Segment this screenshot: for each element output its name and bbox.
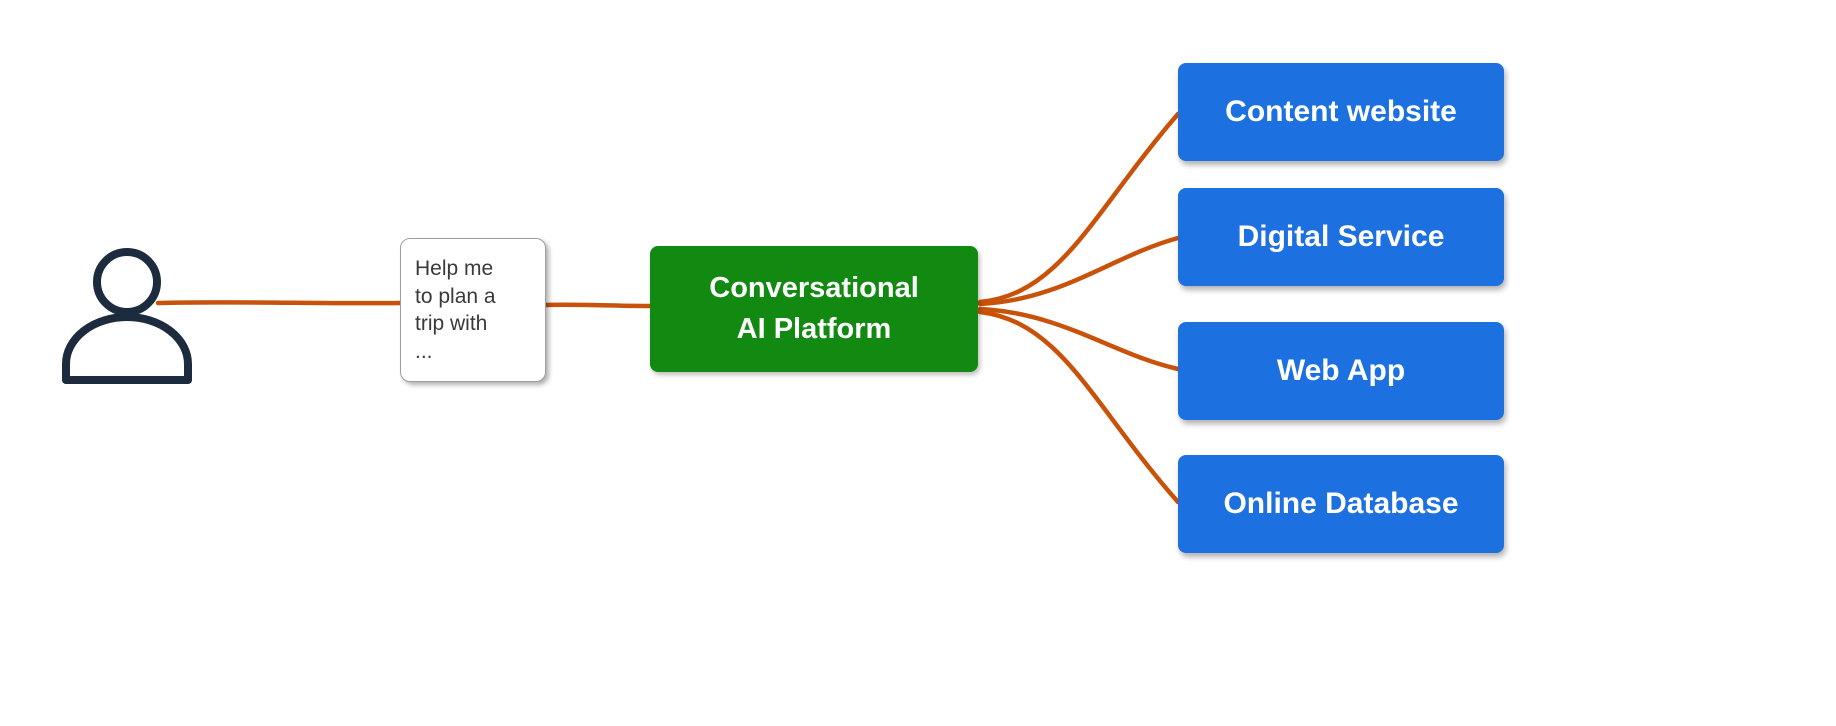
edge-platform-to-web-app bbox=[977, 306, 1181, 372]
edge-platform-to-online-database bbox=[977, 309, 1181, 505]
edge-platform-to-digital-service bbox=[977, 235, 1181, 307]
target-box-content-website: Content website bbox=[1178, 63, 1504, 161]
target-box-online-database: Online Database bbox=[1178, 455, 1504, 553]
target-box-web-app: Web App bbox=[1178, 322, 1504, 420]
user-person-icon bbox=[62, 248, 192, 384]
conversational-ai-platform-node: Conversational AI Platform bbox=[650, 246, 978, 372]
person-body-shape bbox=[62, 313, 192, 384]
person-head-shape bbox=[93, 248, 161, 316]
edge-message-to-platform bbox=[543, 302, 653, 309]
user-message-box: Help me to plan a trip with ... bbox=[400, 238, 546, 382]
target-box-digital-service: Digital Service bbox=[1178, 188, 1504, 286]
edge-platform-to-content-website bbox=[977, 111, 1181, 305]
edge-user-to-message bbox=[155, 300, 403, 306]
